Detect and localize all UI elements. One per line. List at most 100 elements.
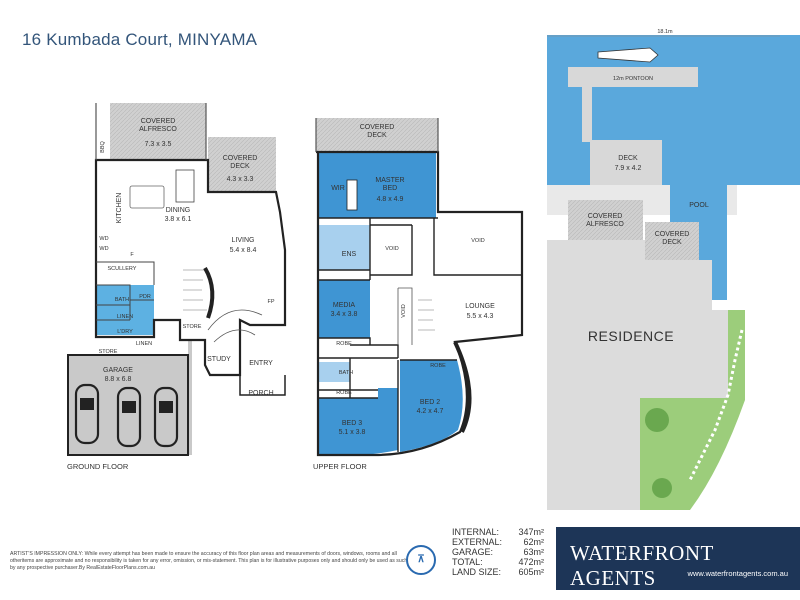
disclaimer-text: ARTIST'S IMPRESSION ONLY: While every at… [10, 551, 408, 571]
site-covered-deck [645, 222, 699, 260]
label-pool: POOL [689, 202, 709, 209]
label-garage: GARAGE [103, 367, 133, 374]
media-area [318, 280, 370, 338]
dims-bed3: 5.1 x 3.8 [339, 429, 366, 436]
label-bed3: BED 3 [342, 420, 362, 427]
dims-covered-deck: 4.3 x 3.3 [227, 176, 254, 183]
entry-curves [207, 309, 263, 343]
bed3-area [318, 388, 398, 456]
label-pdr: PDR [139, 294, 151, 300]
label-media: MEDIA [333, 302, 356, 309]
page-title: 16 Kumbada Court, MINYAMA [22, 30, 258, 49]
dims-bed2: 4.2 x 4.7 [417, 408, 444, 415]
label-ens: ENS [342, 251, 357, 258]
master-bed-area [318, 152, 436, 218]
label-store-2: STORE [183, 324, 202, 330]
dining-table [129, 185, 165, 209]
label-linen-1: LINEN [117, 314, 133, 320]
ens-area [318, 225, 370, 270]
label-bed2: BED 2 [420, 399, 440, 406]
garage-walls [67, 354, 189, 456]
kitchen-island [175, 169, 195, 203]
garden-edging [688, 329, 744, 481]
covered-alfresco-area [110, 103, 206, 160]
stat-row: LAND SIZE:605m² [452, 567, 544, 577]
wet-area [96, 285, 154, 335]
area-stats: INTERNAL:347m² EXTERNAL:62m² GARAGE:63m²… [452, 527, 544, 577]
label-study: STUDY [207, 356, 231, 363]
label-porch: PORCH [248, 390, 273, 397]
label-fp: FP [267, 299, 274, 305]
label-scullery: SCULLERY [108, 266, 137, 272]
upper-bath-area [318, 362, 350, 382]
label-entry: ENTRY [249, 360, 273, 367]
upper-deck-posts [315, 118, 439, 152]
label-robe-3: ROBE [430, 363, 446, 369]
garage-area [68, 340, 192, 455]
upper-stairs [418, 299, 435, 331]
label-upper-bath: BATH [339, 370, 353, 376]
label-void-3: VOID [401, 304, 407, 317]
agency-logo: WATERFRONT AGENTS www.waterfrontagents.c… [556, 527, 800, 590]
feature-stair-wall [203, 266, 215, 319]
car-icons [74, 383, 179, 448]
dims-dining: 3.8 x 6.1 [165, 216, 192, 223]
dims-garage: 8.8 x 6.8 [105, 376, 132, 383]
ground-outer-walls [94, 158, 287, 377]
dims-lounge: 5.5 x 4.3 [467, 313, 494, 320]
label-wir: WIR [331, 185, 345, 192]
pontoon-gangway [582, 87, 592, 142]
garden-shrub-2 [652, 478, 672, 498]
label-void-1: VOID [385, 246, 398, 252]
label-bbq: BBQ [100, 140, 106, 152]
alfresco-posts [95, 103, 207, 160]
label-living: LIVING [232, 237, 255, 244]
upper-covered-deck-area [316, 118, 438, 152]
covered-deck-area [208, 137, 276, 192]
upper-internal-walls [317, 217, 522, 452]
label-robe-1: ROBE [336, 341, 352, 347]
label-site-width: 18.1m [657, 29, 673, 35]
porch-walls [239, 375, 286, 396]
label-store-1: STORE [99, 349, 118, 355]
label-pontoon: 12m PONTOON [613, 76, 653, 82]
label-linen-2: LINEN [136, 341, 152, 347]
bed2-area [400, 360, 463, 452]
dims-living: 5.4 x 8.4 [230, 247, 257, 254]
stat-row: EXTERNAL:62m² [452, 537, 544, 547]
label-void-2: VOID [471, 238, 484, 244]
stat-row: INTERNAL:347m² [452, 527, 544, 537]
label-kitchen: KITCHEN [116, 193, 123, 224]
site-plan: 18.1m 12m PONTOON DECK 7.9 x 4.2 POOL CO… [547, 29, 800, 510]
site-covered-alfresco [568, 200, 643, 240]
stat-row: TOTAL:472m² [452, 557, 544, 567]
lawn-area [640, 310, 745, 510]
label-robe-2: ROBE [336, 390, 352, 396]
upper-void-stair [397, 287, 413, 345]
ground-stairs [183, 269, 207, 311]
dims-media: 3.4 x 3.8 [331, 311, 358, 318]
stat-row: GARAGE:63m² [452, 547, 544, 557]
label-residence: RESIDENCE [588, 328, 674, 344]
label-deck: DECK [618, 155, 638, 162]
residence-footprint [547, 240, 728, 510]
label-wd-1: WD [99, 236, 108, 242]
garden-shrub-1 [645, 408, 669, 432]
pontoon [568, 67, 698, 87]
label-fridge: F [130, 252, 134, 258]
ground-internal-walls [96, 261, 155, 321]
deck-area [590, 140, 662, 190]
upper-floor-label: UPPER FLOOR [313, 462, 367, 471]
label-ldry: L'DRY [117, 329, 133, 335]
label-wd-2: WD [99, 246, 108, 252]
north-compass-icon: ⊼ [406, 545, 436, 575]
